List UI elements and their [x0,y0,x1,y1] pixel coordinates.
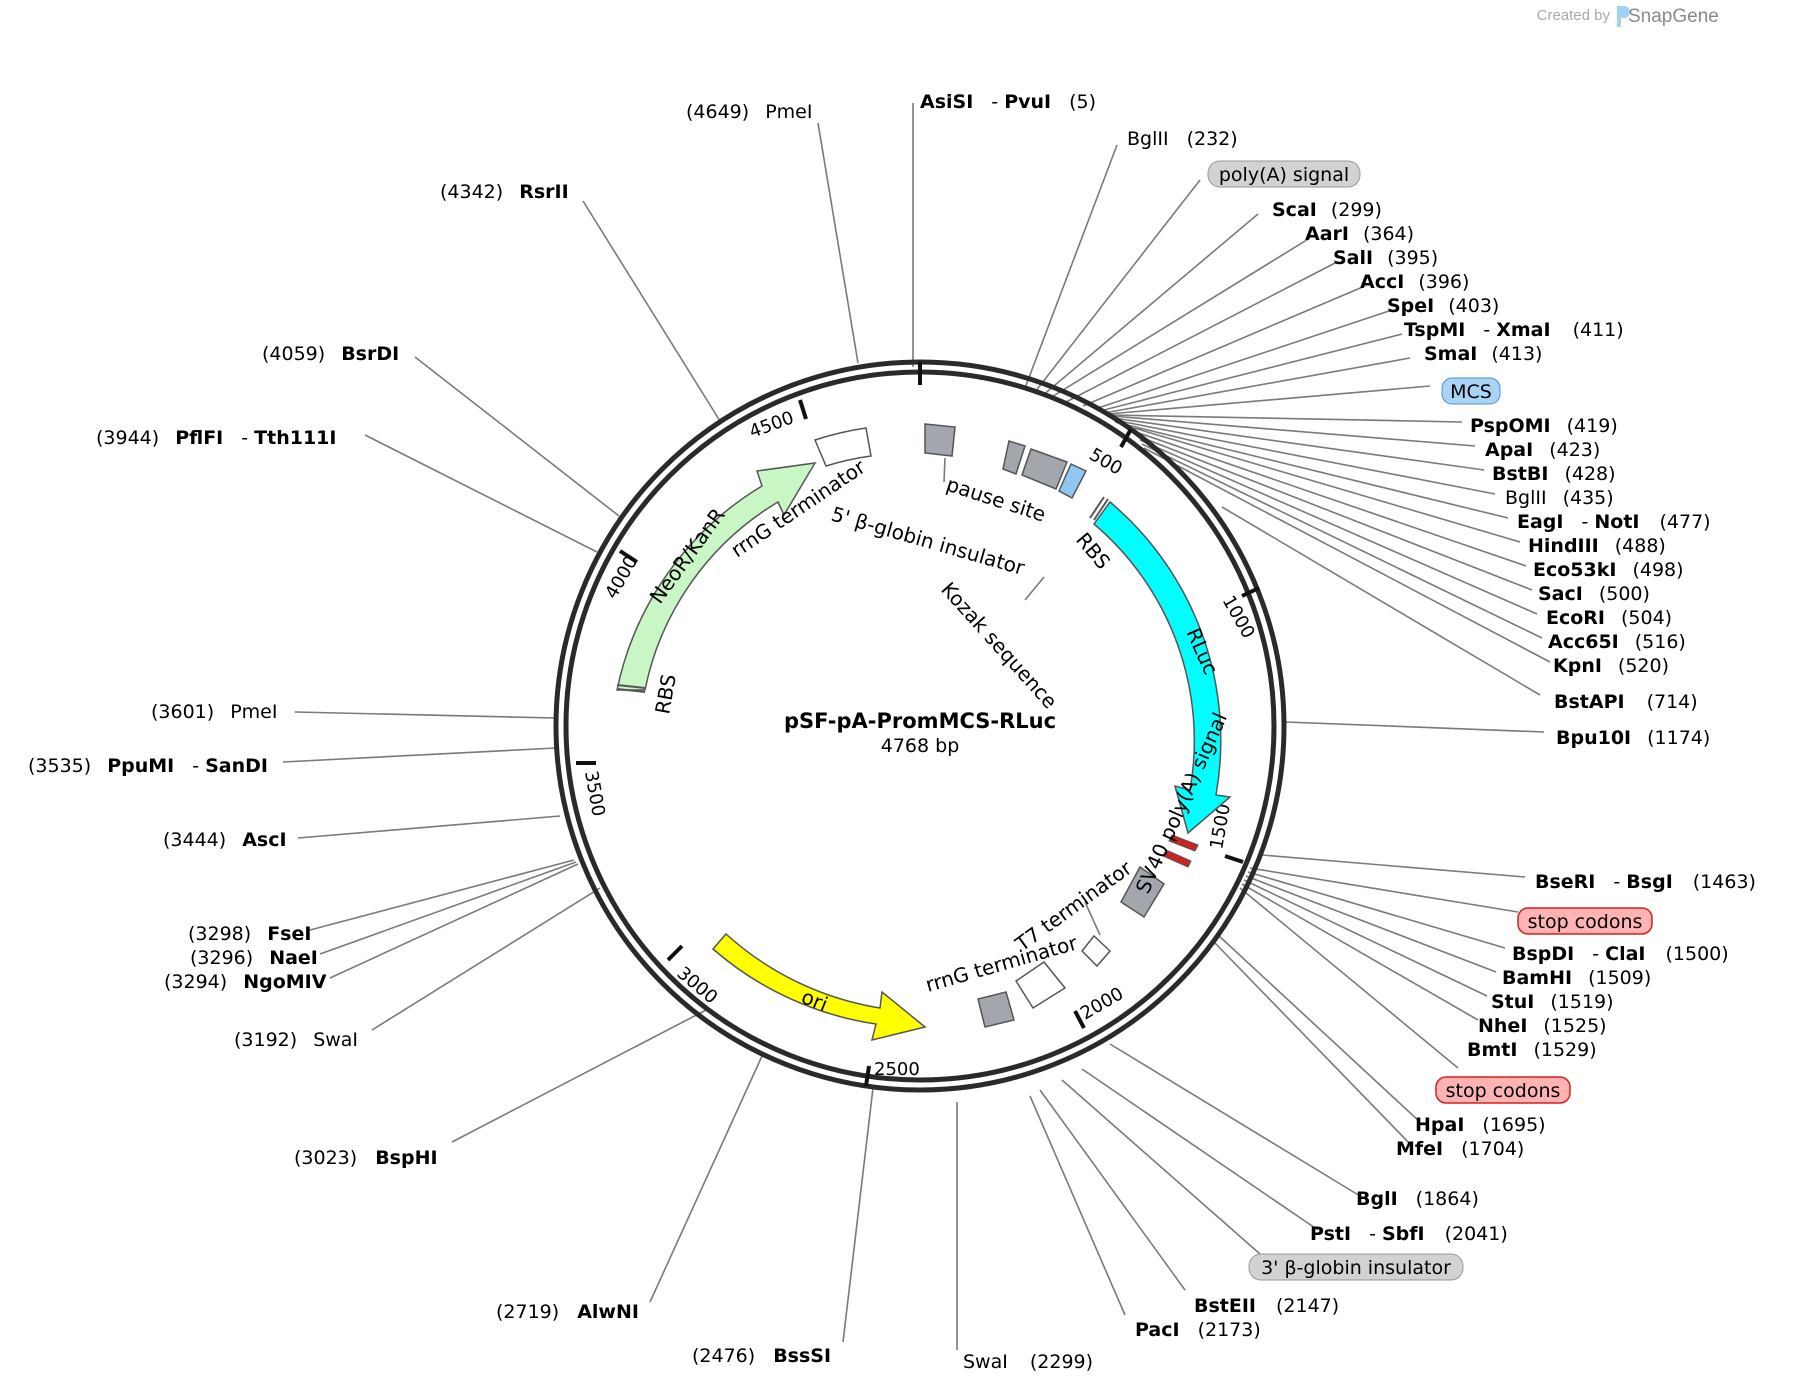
t7-terminator-box [1080,934,1112,968]
site-label-psti-sbfi: PstI- SbfI(2041) [1310,1223,1508,1245]
site-label-alwni: (2719)AlwNI [496,1301,639,1323]
pill-stop-codons-1: stop codons [1517,907,1653,935]
site-label-bsphi: (3023)BspHI [294,1147,438,1169]
site-label-bstbi: BstBI(428) [1492,463,1616,485]
rrng-terminator-top-box [813,427,872,467]
rrng-terminator-bottom-box [1014,960,1067,1010]
svg-text:MCS: MCS [1450,381,1492,403]
site-label-apai: ApaI(423) [1485,439,1600,461]
site-label-bseri-bsgi: BseRI- BsgI(1463) [1535,871,1756,893]
sv40-red-bar-1 [1168,834,1199,852]
globin5-box [924,423,956,457]
site-label-swai-2299: SwaI(2299) [963,1351,1093,1373]
neor-kanr-arrow [616,462,817,691]
pill-polya: poly(A) signal [1207,160,1361,188]
plasmid-length: 4768 bp [881,735,960,757]
pill-3-globin-insulator: 3' β-globin insulator [1248,1253,1464,1281]
site-label-smai: SmaI(413) [1424,343,1542,365]
tick-label-500: 500 [1086,444,1126,479]
site-label-ecori: EcoRI(504) [1546,607,1672,629]
pill-stop-codons-2: stop codons [1435,1076,1571,1104]
site-label-tspmi-xmai: TspMI- XmaI(411) [1404,319,1624,341]
site-label-fsei: (3298)FseI [188,923,311,945]
features [616,423,1232,1042]
site-label-hpai: HpaI(1695) [1415,1114,1546,1136]
site-label-ppumi-sandi: (3535)PpuMI- SanDI [28,755,268,777]
site-label-paci: PacI(2173) [1135,1319,1261,1341]
sv40-red-bar-2 [1162,849,1192,868]
site-label-acci: AccI(396) [1360,271,1469,293]
site-label-acc65i: Acc65I(516) [1548,631,1686,653]
site-label-bglii-435: BglII(435) [1505,487,1614,509]
site-label-ngomiv: (3294)NgoMIV [164,971,327,993]
mcs-box [1058,462,1088,500]
svg-text:stop codons: stop codons [1446,1080,1561,1102]
site-label-rsrii: (4342)RsrII [440,181,569,203]
site-label-stui: StuI(1519) [1491,991,1614,1013]
label-5-globin-insulator: 5' β-globin insulator [829,502,1028,580]
snapgene-logo-icon [1617,6,1630,27]
site-label-asisi-pvui: AsiSI- PvuI(5) [920,91,1096,113]
rluc-arrow [1092,500,1232,835]
site-label-bamhi: BamHI(1509) [1502,967,1651,989]
svg-text:stop codons: stop codons [1528,911,1643,933]
svg-text:poly(A) signal: poly(A) signal [1219,164,1349,186]
credit-text: Created by [1537,7,1611,24]
label-kozak-sequence: Kozak sequence [936,577,1062,713]
pause-site-box [1002,440,1026,475]
site-label-sali: SalI(395) [1333,247,1438,269]
plasmid-name: pSF-pA-PromMCS-RLuc [784,709,1056,733]
site-label-eagi-noti: EagI- NotI(477) [1517,511,1711,533]
site-label-bsssi: (2476)BssSI [692,1345,831,1367]
site-label-saci: SacI(500) [1538,583,1650,605]
site-label-pmei-3601: (3601)PmeI [151,701,277,723]
site-label-swai-3192: (3192)SwaI [234,1029,358,1051]
site-leaders [282,103,1551,1350]
site-label-bmti: BmtI(1529) [1467,1039,1597,1061]
pill-mcs: MCS [1441,377,1501,405]
site-label-bglii-232: BglII(232) [1127,128,1238,150]
site-labels: AsiSI- PvuI(5) BglII(232) ScaI(299) AarI… [28,91,1756,1373]
ori-arrow [711,932,927,1042]
snapgene-brand: SnapGene [1628,6,1719,27]
tick-label-3500: 3500 [580,769,609,818]
site-label-kpni: KpnI(520) [1553,655,1669,677]
site-label-hindiii: HindIII(488) [1528,535,1666,557]
tick-marks [576,362,1260,1087]
site-label-bspdi-clai: BspDI- ClaI(1500) [1512,943,1729,965]
site-label-scai: ScaI(299) [1272,199,1382,221]
site-label-bgli: BglI(1864) [1356,1188,1479,1210]
site-label-bstapi: BstAPI(714) [1554,691,1698,713]
site-label-naei: (3296)NaeI [190,947,318,969]
tick-label-2500: 2500 [874,1059,920,1080]
label-rbs-left: RBS [650,672,681,716]
svg-text:3' β-globin insulator: 3' β-globin insulator [1261,1257,1451,1279]
site-label-bpu10i: Bpu10I(1174) [1556,727,1710,749]
poly-a-box [1021,448,1068,490]
site-label-asci: (3444)AscI [163,829,287,851]
site-label-nhei: NheI(1525) [1478,1015,1607,1037]
site-label-mfei: MfeI(1704) [1396,1138,1524,1160]
site-label-pflfi-tth111i: (3944)PflFI- Tth111I [96,427,336,449]
site-label-bsrdi: (4059)BsrDI [262,343,399,365]
globin3-box [977,991,1015,1028]
label-neor-kanr: NeoR/KanR [645,503,730,608]
site-label-pmei-4649: (4649)PmeI [686,101,812,123]
site-label-spei: SpeI(403) [1387,295,1499,317]
site-label-pspomi: PspOMI(419) [1470,415,1618,437]
sv40-polya-box [1120,865,1166,919]
site-label-aari: AarI(364) [1305,223,1414,245]
site-label-bsteii: BstEII(2147) [1194,1295,1339,1317]
site-label-eco53ki: Eco53kI(498) [1533,559,1684,581]
